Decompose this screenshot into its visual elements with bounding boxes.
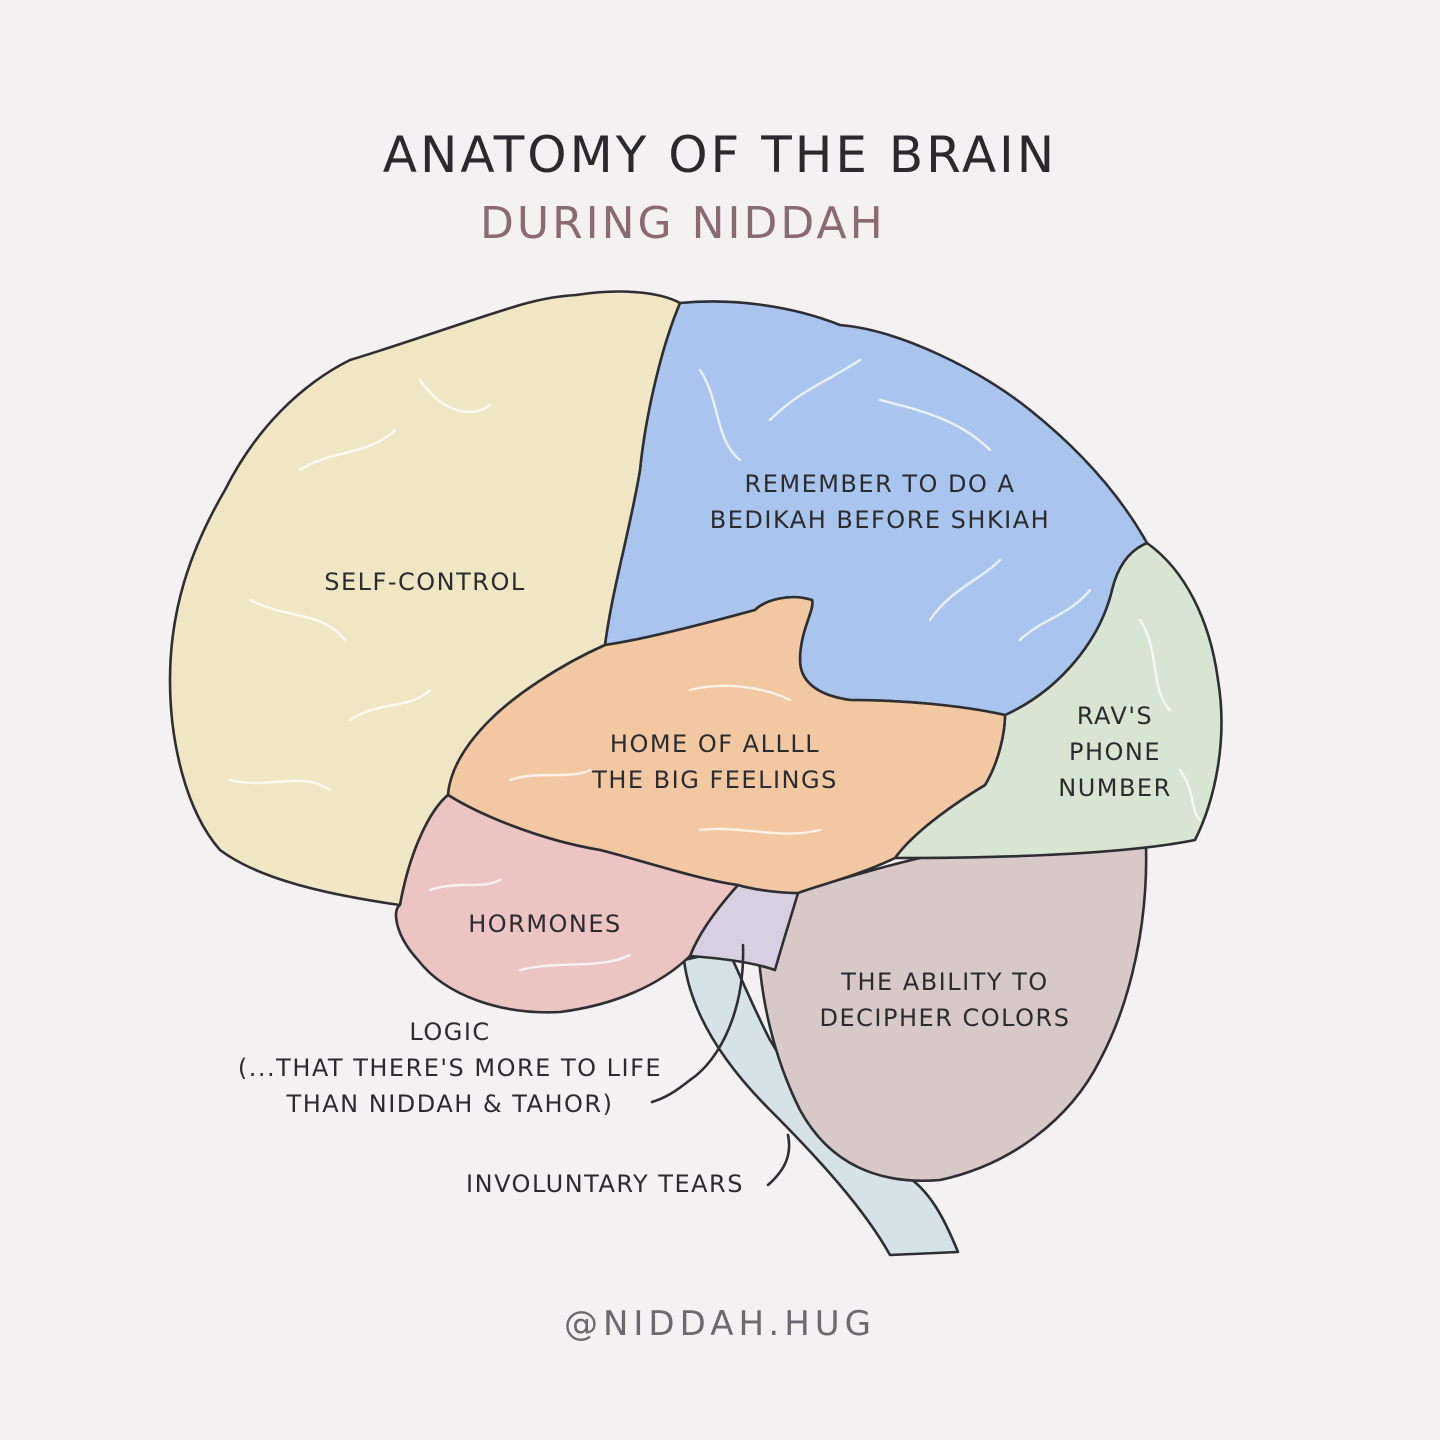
tears-pointer-line [766,1133,791,1187]
decipher-colors-label-line1: THE ABILITY TO [841,968,1049,996]
parietal-sulcus-5 [1018,588,1092,642]
big-feelings-label-line1: HOME OF ALLLL [609,730,821,758]
involuntary-tears-callout: INVOLUNTARY TEARS [466,1170,744,1198]
bedikah-label-line1: REMEMBER TO DO A [744,470,1016,498]
logic-callout-line3: THAN NIDDAH & TAHOR) [286,1090,614,1118]
parietal-sulcus-1 [698,368,742,462]
big-feelings-label: HOME OF ALLLL THE BIG FEELINGS [570,726,860,798]
temporal-region [394,793,740,1014]
rav-phone-label: RAV'S PHONE NUMBER [1040,698,1190,806]
decipher-colors-label-line2: DECIPHER COLORS [819,1004,1071,1032]
frontal-sulcus-2 [248,598,347,642]
parietal-sulcus-4 [928,558,1002,622]
logic-callout-line2: (...THAT THERE'S MORE TO LIFE [237,1054,663,1082]
parietal-sulcus-3 [878,398,992,452]
occipital-sulcus-1 [1138,618,1172,712]
temporal-sulcus-2 [518,953,632,972]
logic-callout: LOGIC (...THAT THERE'S MORE TO LIFE THAN… [215,1014,685,1122]
rav-phone-label-line1: RAV'S [1076,702,1154,730]
frontal-sulcus-4 [228,778,332,792]
rav-phone-label-line3: NUMBER [1058,774,1172,802]
decipher-colors-label: THE ABILITY TO DECIPHER COLORS [800,964,1090,1036]
frontal-sulcus-5 [418,378,492,414]
parietal-sulcus-2 [768,358,862,422]
page-title: ANATOMY OF THE BRAIN [382,126,1058,184]
limbic-sulcus-1 [688,684,792,702]
hormones-label: HORMONES [468,910,622,938]
frontal-sulcus-1 [298,428,397,472]
self-control-label: SELF-CONTROL [324,568,526,596]
temporal-sulcus-1 [428,878,502,892]
logic-callout-line1: LOGIC [409,1018,491,1046]
bedikah-label: REMEMBER TO DO A BEDIKAH BEFORE SHKIAH [700,466,1060,538]
big-feelings-label-line2: THE BIG FEELINGS [592,766,838,794]
author-handle: @NIDDAH.HUG [563,1304,877,1344]
logic-pointer-line [650,943,745,1104]
frontal-sulcus-3 [348,688,432,722]
limbic-sulcus-2 [508,768,592,782]
limbic-sulcus-3 [698,827,822,835]
occipital-sulcus-2 [1178,768,1202,822]
frontal-region [168,290,682,907]
bedikah-label-line2: BEDIKAH BEFORE SHKIAH [709,506,1051,534]
page-subtitle: DURING NIDDAH [480,198,886,249]
rav-phone-label-line2: PHONE [1068,738,1162,766]
